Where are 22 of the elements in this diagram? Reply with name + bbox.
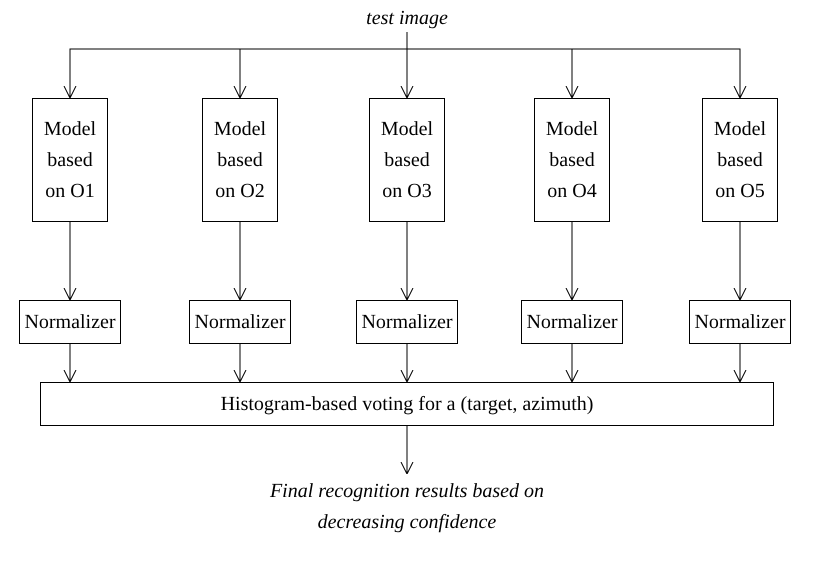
arrow xyxy=(400,344,414,382)
arrow xyxy=(234,344,246,382)
arrow xyxy=(64,344,76,382)
normalizer-box: Normalizer xyxy=(189,300,291,344)
voting-box: Histogram-based voting for a (target, azimuth) xyxy=(40,382,774,426)
model-box: Model based on O5 xyxy=(702,98,778,222)
model-box: Model based on O2 xyxy=(202,98,278,222)
model-box: Model based on O3 xyxy=(369,98,445,222)
arrow xyxy=(734,344,746,382)
normalizer-box: Normalizer xyxy=(19,300,121,344)
arrow xyxy=(400,426,414,474)
model-box: Model based on O4 xyxy=(534,98,610,222)
arrow xyxy=(400,222,414,300)
normalizer-box: Normalizer xyxy=(356,300,458,344)
arrow xyxy=(566,344,578,382)
model-box: Model based on O1 xyxy=(32,98,108,222)
arrow xyxy=(234,222,246,300)
arrow xyxy=(734,222,746,300)
normalizer-box: Normalizer xyxy=(521,300,623,344)
arrow xyxy=(566,222,578,300)
arrow xyxy=(64,222,76,300)
normalizer-box: Normalizer xyxy=(689,300,791,344)
